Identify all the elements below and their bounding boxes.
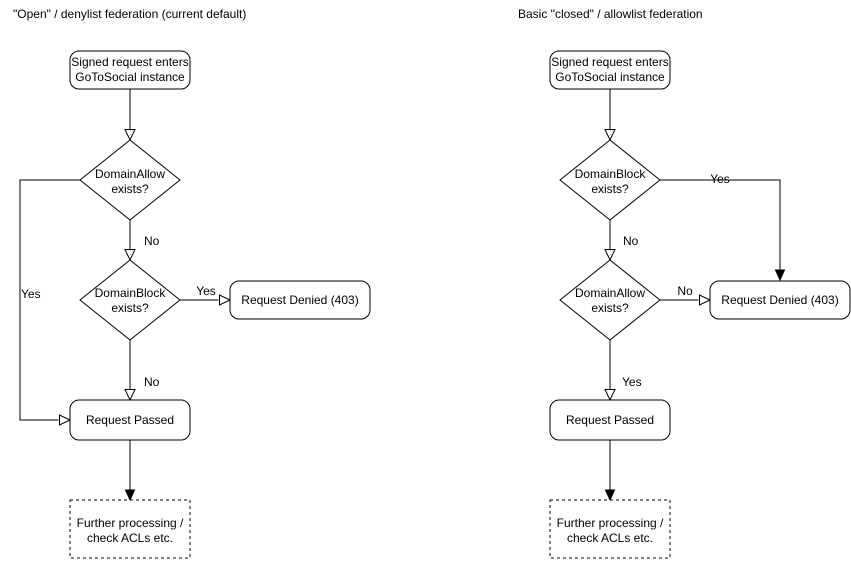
left-further-node-label-line2: check ACLs etc. [87,531,173,545]
right-start-node-label-line2: GoToSocial instance [555,70,665,84]
right-decision2-label-line1: DomainAllow [575,286,645,300]
left-decision1-label-line2: exists? [111,182,149,196]
left-start-node-label-line2: GoToSocial instance [75,70,185,84]
left-start-node [69,50,191,90]
right-flowchart: Basic "closed" / allowlist federation Si… [518,7,851,559]
left-further-node [69,499,191,559]
right-decision2-node [559,259,661,341]
left-edge-label-decision2-yes: Yes [196,284,216,298]
left-flowchart: "Open" / denylist federation (current de… [13,7,371,559]
arrowhead-open-right-icon [59,414,72,426]
left-edge-label-decision1-no: No [144,234,160,248]
arrowhead-open-down-icon [124,249,136,262]
arrowhead-open-down-icon [604,389,616,402]
right-start-node-label-line1: Signed request enters [551,55,668,69]
right-passed-node-label: Request Passed [566,413,654,427]
right-edge-label-decision2-no: No [677,284,693,298]
right-decision1-node [559,139,661,221]
right-decision1-label-line1: DomainBlock [575,167,647,181]
arrowhead-open-right-icon [699,294,712,306]
left-denied-node [229,280,371,320]
right-edge-decision1-yes-to-denied [660,179,781,270]
arrowhead-open-down-icon [124,389,136,402]
left-further-node-label-line1: Further processing / [77,516,184,530]
left-decision2-label-line2: exists? [111,301,149,315]
left-edge-label-decision2-no: No [144,375,160,389]
left-edge-decision1-yes-loop [19,179,80,421]
left-chart-title: "Open" / denylist federation (current de… [13,7,246,21]
arrowhead-filled-down-icon [124,489,136,502]
left-passed-node [69,399,191,441]
arrowhead-filled-down-icon [604,489,616,502]
right-decision2-label-line2: exists? [591,301,629,315]
arrowhead-open-down-icon [124,129,136,142]
right-passed-node [549,399,671,441]
arrowhead-open-down-icon [604,129,616,142]
right-chart-title: Basic "closed" / allowlist federation [518,7,703,21]
right-decision1-label-line2: exists? [591,182,629,196]
left-start-node-label-line1: Signed request enters [71,55,188,69]
arrowhead-filled-down-icon [774,269,786,282]
right-denied-node-label: Request Denied (403) [721,293,838,307]
right-edge-label-decision1-yes: Yes [710,172,730,186]
left-decision1-label-line1: DomainAllow [95,167,165,181]
arrowhead-open-down-icon [604,249,616,262]
right-further-node [549,499,671,559]
right-further-node-label-line2: check ACLs etc. [567,531,653,545]
left-decision2-label-line1: DomainBlock [95,286,167,300]
right-denied-node [709,280,851,320]
left-edge-label-decision1-yes: Yes [21,287,41,301]
right-edge-label-decision2-yes: Yes [622,375,642,389]
arrowhead-open-right-icon [219,294,232,306]
right-start-node [549,50,671,90]
left-denied-node-label: Request Denied (403) [241,293,358,307]
left-decision1-node [79,139,181,221]
left-decision2-node [79,259,181,341]
left-passed-node-label: Request Passed [86,413,174,427]
right-edge-label-decision1-no: No [623,234,639,248]
right-further-node-label-line1: Further processing / [557,516,664,530]
